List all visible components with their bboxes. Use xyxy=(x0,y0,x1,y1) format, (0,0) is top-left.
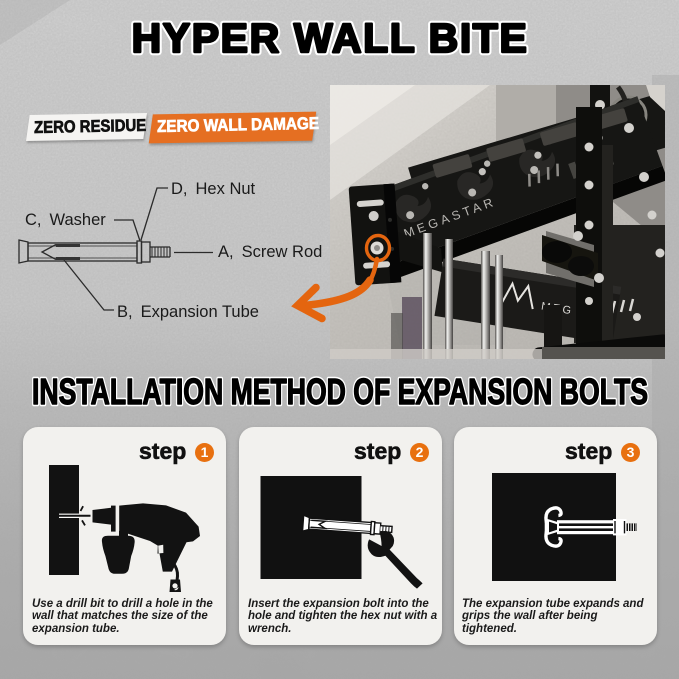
svg-text:INSTALLATION METHOD OF EXPANSI: INSTALLATION METHOD OF EXPANSION BOLTS xyxy=(32,371,648,410)
svg-text:INSTALLATION METHOD OF EXPANSI: INSTALLATION METHOD OF EXPANSION BOLTS xyxy=(32,371,648,410)
svg-text:HYPER WALL BITE: HYPER WALL BITE xyxy=(132,15,529,61)
svg-text:HYPER WALL BITE: HYPER WALL BITE xyxy=(132,15,529,61)
